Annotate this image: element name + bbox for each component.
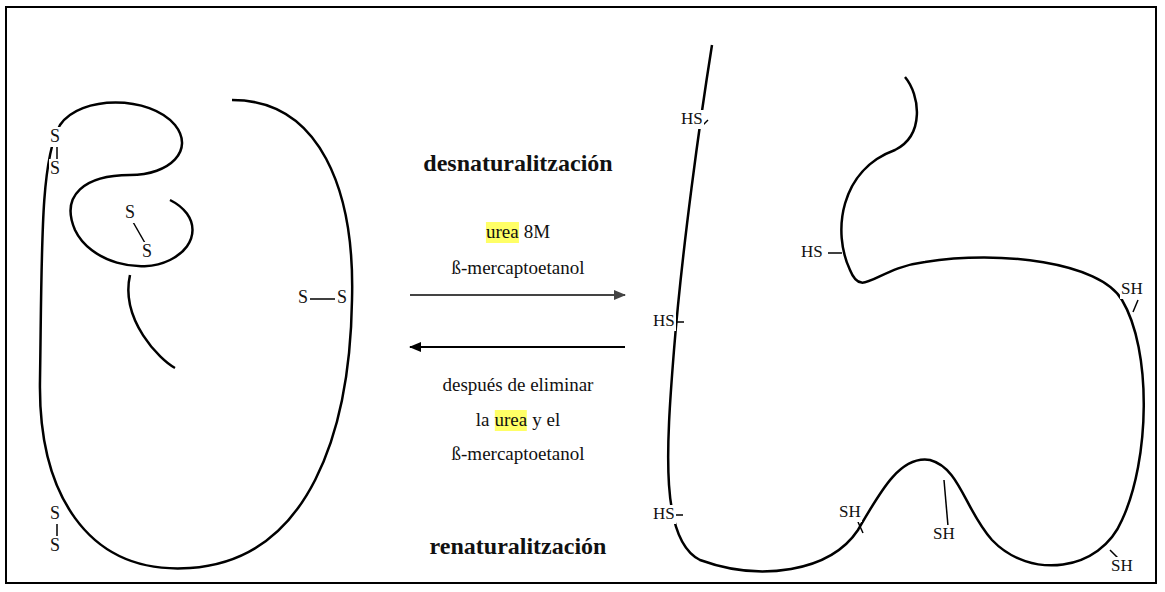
- text-row: ß-mercaptoetanol: [452, 444, 585, 465]
- sulfur-atom: S: [49, 159, 61, 179]
- highlighted-word: urea: [495, 410, 528, 431]
- thiol-group: HS: [652, 505, 676, 524]
- thiol-group: SH: [838, 503, 862, 522]
- text-row: después de eliminar: [443, 375, 594, 396]
- disulfide-bond: [310, 298, 335, 300]
- sulfur-atom: S: [49, 536, 61, 556]
- condition-text: después de eliminar: [443, 375, 594, 396]
- sulfur-atom: S: [49, 504, 61, 524]
- folded-chain: [40, 100, 352, 568]
- thiol-group: HS: [652, 312, 676, 331]
- text-row: laureay el: [476, 410, 560, 431]
- process-title: renaturalitzación: [430, 533, 607, 559]
- text-row: urea8M: [486, 222, 550, 243]
- thiol-group: HS: [680, 110, 704, 129]
- sulfur-atom: S: [141, 242, 153, 262]
- sulfur-atom: S: [124, 203, 136, 223]
- condition-text: la: [476, 410, 490, 431]
- condition-text: y el: [532, 410, 560, 431]
- unfolded-chain: [668, 45, 1144, 571]
- folded-chain-end: [128, 275, 175, 368]
- sulfur-atom: S: [49, 127, 61, 147]
- process-title: desnaturalitzación: [423, 150, 612, 176]
- text-row: renaturalitzación: [430, 533, 607, 559]
- text-row: ß-mercaptoetanol: [452, 258, 585, 279]
- thiol-group: HS: [800, 243, 824, 262]
- sulfur-atom: S: [336, 288, 348, 308]
- sulfur-atom: S: [297, 288, 309, 308]
- reverse-arrow: [410, 346, 625, 348]
- reagent-label: ß-mercaptoetanol: [452, 258, 585, 279]
- sulfhydryl-ticks: [668, 120, 1138, 560]
- reagent-label: ß-mercaptoetanol: [452, 444, 585, 465]
- concentration-label: 8M: [524, 222, 550, 243]
- thiol-group: SH: [1120, 280, 1144, 299]
- highlighted-word: urea: [486, 222, 519, 243]
- forward-arrow: [410, 294, 625, 296]
- thiol-group: SH: [932, 525, 956, 544]
- disulfide-bond: [133, 222, 145, 243]
- text-row: desnaturalitzación: [423, 150, 612, 176]
- thiol-group: SH: [1110, 557, 1134, 576]
